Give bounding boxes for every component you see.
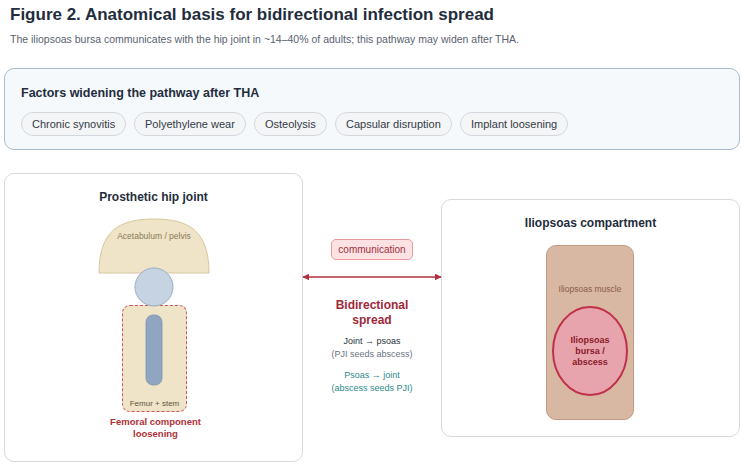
acetabulum-shape: Acetabulum / pelvis <box>98 218 210 274</box>
warning-label: Femoral component loosening <box>98 416 213 440</box>
direction-note: Psoas → joint <box>300 370 444 380</box>
direction-note: (abscess seeds PJI) <box>300 383 444 393</box>
factor-pill: Polyethylene wear <box>134 112 246 136</box>
factor-label: Capsular disruption <box>346 118 441 130</box>
factor-label: Polyethylene wear <box>145 118 235 130</box>
part-label: Femur + stem <box>123 399 186 408</box>
acetabulum-outline <box>98 218 210 274</box>
direction-note: Joint → psoas <box>300 336 444 346</box>
factor-pill: Capsular disruption <box>335 112 452 136</box>
factor-panel: Factors widening the pathway after THA Ch… <box>4 68 740 150</box>
factor-label: Implant loosening <box>471 118 557 130</box>
panel-heading: Factors widening the pathway after THA <box>21 86 259 100</box>
femoral-head <box>135 268 173 306</box>
joint-panel: Prosthetic hip jointAcetabulum / pelvisF… <box>4 173 303 462</box>
factor-pill: Implant loosening <box>460 112 568 136</box>
femur-box: Femur + stemFemoral component loosening <box>122 305 187 412</box>
pathway-label: communication <box>338 244 405 255</box>
figure-subtitle: The iliopsoas bursa communicates with th… <box>10 33 519 45</box>
panel-heading: Iliopsoas compartment <box>442 216 739 230</box>
factor-pill: Osteolysis <box>254 112 327 136</box>
edge-label: Bidirectional spread <box>322 298 422 328</box>
communication-pill: communication <box>331 239 413 260</box>
panel-heading: Prosthetic hip joint <box>5 190 302 204</box>
bursa-ellipse: Iliopsoas bursa / abscess <box>552 306 628 396</box>
bursa-shape <box>553 307 627 395</box>
direction-note: (PJI seeds abscess) <box>300 349 444 359</box>
part-label: Acetabulum / pelvis <box>98 231 210 241</box>
compartment-panel: Iliopsoas compartmentIliopsoas muscleIli… <box>441 199 740 437</box>
factor-pill: Chronic synovitis <box>21 112 126 136</box>
factor-label: Osteolysis <box>265 118 316 130</box>
femoral-stem <box>146 315 162 385</box>
part-label: Iliopsoas muscle <box>547 284 633 294</box>
part-label: Iliopsoas bursa / abscess <box>562 335 618 368</box>
acetabulum-dome <box>99 219 209 273</box>
muscle-box: Iliopsoas muscleIliopsoas bursa / absces… <box>546 245 634 420</box>
figure-title: Figure 2. Anatomical basis for bidirecti… <box>10 5 494 25</box>
spread-arrow <box>303 276 441 278</box>
factor-label: Chronic synovitis <box>32 118 115 130</box>
